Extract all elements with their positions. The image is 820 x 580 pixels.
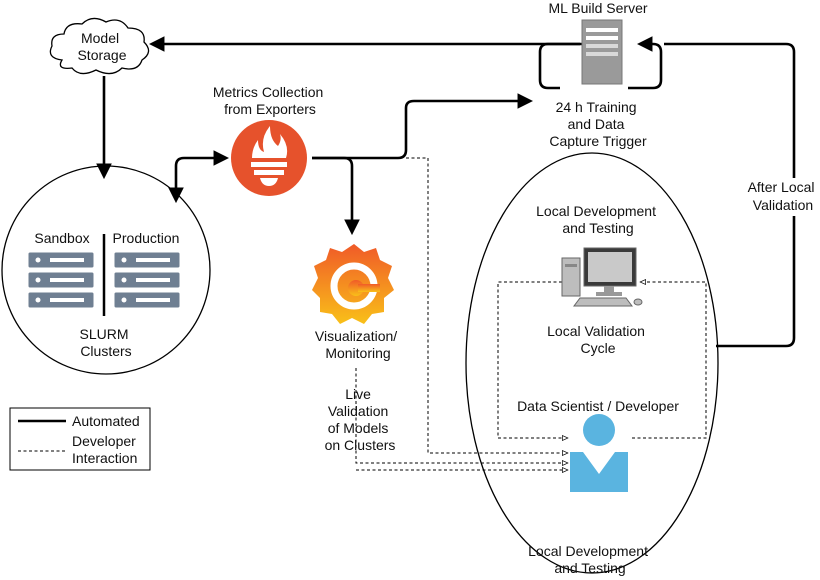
automated-connectors	[96, 36, 796, 348]
after-validation-label-bg	[742, 178, 818, 216]
legend-box	[9, 407, 151, 471]
metrics-collection-label: Metrics Collection from Exporters	[213, 84, 327, 117]
sandbox-label: Sandbox	[34, 230, 89, 246]
edge-prometheus-to-trigger	[312, 93, 534, 160]
edge-grafana-to-developer	[355, 368, 568, 463]
production-label: Production	[113, 230, 180, 246]
legend-developer-label: Developer Interaction	[72, 433, 140, 466]
legend-automated-label: Automated	[72, 413, 140, 429]
server-tower-icon	[581, 19, 623, 85]
prometheus-icon	[231, 120, 307, 196]
slurm-clusters-label: SLURM Clusters	[80, 326, 133, 359]
local-dev-top-label: Local Development and Testing	[536, 203, 660, 236]
local-development-ellipse	[465, 152, 719, 574]
edge-local-validation-cycle-left	[497, 281, 568, 438]
data-scientist-label: Data Scientist / Developer	[517, 398, 679, 414]
developer-connectors	[355, 157, 707, 470]
grafana-icon	[312, 244, 394, 324]
edge-slurm-prometheus	[168, 150, 230, 204]
training-trigger-label: 24 h Training and Data Capture Trigger	[549, 99, 647, 149]
desktop-computer-icon	[561, 247, 643, 307]
legend	[9, 407, 151, 471]
visualization-label: Visualization/ Monitoring	[315, 328, 401, 361]
ml-build-server-label: ML Build Server	[548, 0, 647, 16]
live-validation-label: Live Validation of Models on Clusters	[325, 386, 396, 453]
edge-server-loop	[538, 42, 580, 90]
local-dev-bottom-label: Local Development and Testing	[528, 543, 652, 576]
person-icon	[570, 414, 628, 492]
edge-server-loop-right	[628, 36, 663, 90]
cloud-icon	[49, 17, 150, 75]
after-local-validation-label: After Local Validation	[748, 179, 819, 213]
edge-prometheus-to-developer	[406, 157, 568, 453]
rack-server-icon	[113, 251, 181, 309]
edge-local-validation-cycle	[632, 282, 707, 439]
rack-server-icon	[27, 251, 95, 309]
model-storage-label: Model Storage	[77, 30, 126, 63]
edge-prometheus-to-grafana	[312, 156, 360, 236]
local-validation-cycle-label: Local Validation Cycle	[547, 323, 649, 356]
